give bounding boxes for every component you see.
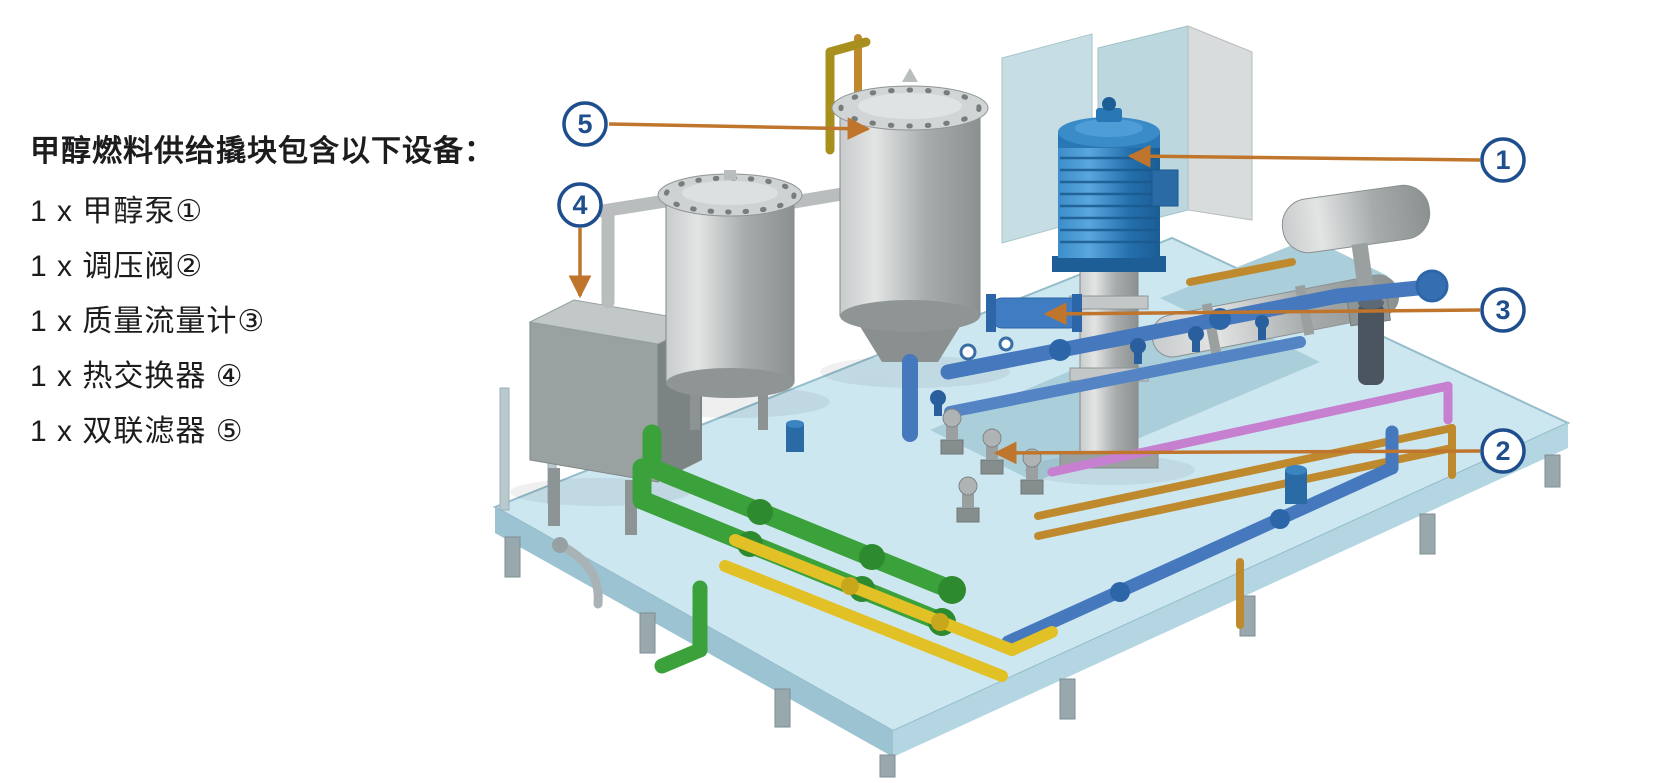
equipment-item-2: 1 x 调压阀② xyxy=(30,250,204,283)
callout-1: 1 xyxy=(1127,137,1526,183)
callout-2-circle xyxy=(1480,428,1526,474)
equipment-item-1: 1 x 甲醇泵① xyxy=(30,195,204,228)
filter-lid-knob xyxy=(724,170,736,180)
equipment-item-5: 1 x 双联滤器 ⑤ xyxy=(30,415,244,448)
instruments xyxy=(786,315,1307,504)
equipment-item-3: 1 x 质量流量计③ xyxy=(30,305,266,338)
callout-1-number: 1 xyxy=(1495,145,1510,175)
motor-cap xyxy=(1096,108,1122,122)
transmitter xyxy=(1130,338,1146,364)
filter-vessel-left xyxy=(657,170,803,430)
small-blue-pump xyxy=(1285,465,1307,504)
callout-3-leader-line xyxy=(1043,302,1481,326)
callout-4: 4 xyxy=(557,182,603,299)
transmitter xyxy=(930,390,946,416)
motor-junction-box xyxy=(1151,169,1179,207)
callout-5-number: 5 xyxy=(577,109,592,139)
gauge xyxy=(959,343,977,361)
deck-edge-right xyxy=(893,423,1568,757)
pump-motor xyxy=(1052,97,1179,272)
callout-1-circle xyxy=(1480,137,1526,183)
equipment-list-panel: 甲醇燃料供给撬块包含以下设备： 1 x 甲醇泵① 1 x 调压阀② 1 x 质量… xyxy=(30,126,495,459)
callout-1-leader-line xyxy=(1127,144,1481,168)
filter-lid-bolts xyxy=(838,87,982,129)
small-blue-pump xyxy=(786,420,804,452)
control-valve xyxy=(940,408,964,455)
callout-5-circle xyxy=(562,101,608,147)
control-valve xyxy=(956,476,980,523)
duplex-filter xyxy=(657,68,989,442)
callout-2-leader-line xyxy=(993,441,1481,465)
small-gray-pipes xyxy=(552,537,603,609)
callout-5-leader-line xyxy=(608,117,871,140)
gauge xyxy=(998,336,1014,352)
pipe-pink xyxy=(1047,381,1453,477)
methanol-pump xyxy=(1052,97,1179,469)
callout-3: 3 xyxy=(1043,287,1526,333)
filter-lid-bolts xyxy=(663,175,797,215)
back-gray-panel xyxy=(1187,25,1253,221)
lifting-eye xyxy=(1102,97,1116,111)
equipment-item-4: 1 x 热交换器 ④ xyxy=(30,360,244,393)
callouts: 5 4 1 3 2 xyxy=(557,101,1526,474)
callout-3-number: 3 xyxy=(1495,295,1510,325)
callout-2: 2 xyxy=(993,428,1526,474)
heat-exchanger-leg xyxy=(548,468,560,526)
callout-2-number: 2 xyxy=(1495,436,1510,466)
pipes-blue-mid xyxy=(940,269,1449,418)
filter-lid-knob xyxy=(902,68,918,82)
panel-title: 甲醇燃料供给撬块包含以下设备： xyxy=(30,135,495,168)
transmitter xyxy=(1188,326,1204,352)
motor-fins xyxy=(1060,156,1158,244)
transmitter xyxy=(1255,315,1269,340)
heat-exchanger-front xyxy=(529,321,659,483)
callout-5: 5 xyxy=(562,101,871,147)
gray-pipe-left xyxy=(595,187,849,309)
callout-3-circle xyxy=(1480,287,1526,333)
callout-4-circle xyxy=(557,182,603,228)
callout-4-number: 4 xyxy=(572,190,587,220)
filter-vessel-right xyxy=(831,68,989,362)
pipes-yellow xyxy=(719,534,1058,682)
